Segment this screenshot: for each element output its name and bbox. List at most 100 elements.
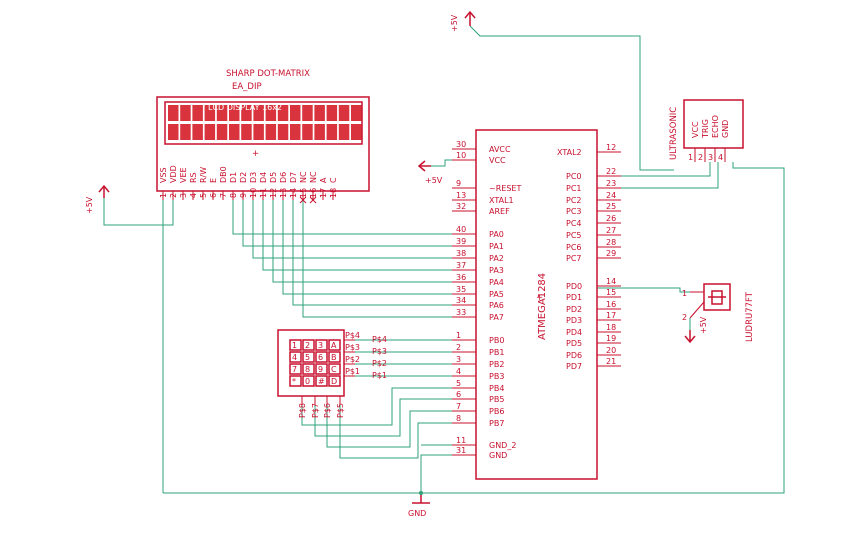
mcu-pin-number: 26 [606, 214, 616, 223]
keypad-key [328, 351, 341, 363]
lcd-pin-number: 1 [159, 193, 168, 198]
keypad-pin-label: P$8 [298, 403, 307, 418]
mcu-left-pins: 30AVCC10VCC9~RESET13XTAL132AREF40PA039PA… [452, 140, 521, 460]
keypad-key [289, 339, 302, 351]
keypad-key-label: A [331, 341, 337, 350]
ultrasonic-pin-number: 2 [698, 153, 703, 162]
mcu-pin-number: 11 [456, 436, 466, 445]
mcu-pin-number: 37 [456, 261, 466, 270]
mcu-pin-label: PA3 [489, 266, 504, 275]
keypad-pin-label: P$2 [345, 355, 360, 364]
mcu-pin-label: PC2 [566, 196, 582, 205]
mcu-pin-label: ~RESET [489, 184, 521, 193]
keypad-key-label: 2 [305, 341, 310, 350]
keypad-key [315, 363, 328, 375]
mcu-pin-label: PD3 [566, 316, 582, 325]
nc-cross [309, 196, 317, 204]
lcd-char-cell [241, 124, 252, 140]
mcu-pin-number: 32 [456, 202, 466, 211]
keypad-wire-label: P$4 [372, 335, 387, 344]
lcd-pin-number: 15 [299, 188, 308, 198]
ultrasonic-pin-number: 4 [718, 153, 723, 162]
mcu-pin-label: PB1 [489, 348, 504, 357]
lcd-pin-number: 6 [209, 193, 218, 198]
keypad-key-label: 1 [292, 341, 297, 350]
lcd-char-cell [277, 124, 289, 140]
mcu-pin-number: 15 [606, 288, 616, 297]
lcd-package: EA_DIP [232, 82, 262, 92]
mcu-pin-number: 9 [456, 179, 461, 188]
lcd-char-cell [241, 105, 252, 121]
mcu-pin-number: 30 [456, 140, 466, 149]
mcu-pin-label: PC3 [566, 207, 582, 216]
mcu-pin-label: XTAL2 [557, 148, 582, 157]
keypad-key [315, 339, 328, 351]
lcd-pin-number: 5 [199, 193, 208, 198]
mcu-pin-label: PC6 [566, 243, 582, 252]
keypad-key [289, 351, 302, 363]
keypad-pin-label: P$4 [345, 331, 360, 340]
mcu-pin-number: 40 [456, 225, 466, 234]
keypad-key-label: 3 [318, 341, 323, 350]
lcd-char-cell [265, 105, 277, 121]
plus5v-label-mcu: +5V [425, 176, 443, 185]
lcd-char-cell [253, 124, 264, 140]
mcu-pin-label: PB4 [489, 384, 504, 393]
gnd-label: GND [408, 509, 426, 518]
mcu-pin-number: 22 [606, 167, 616, 176]
lcd-char-cell [302, 124, 313, 140]
junction-dot [419, 491, 423, 495]
keypad-key [328, 339, 341, 351]
lcd-char-cell [204, 124, 216, 140]
mcu-pin-number: 4 [456, 367, 461, 376]
lcd-char-cell [338, 105, 350, 121]
keypad-key-label: D [331, 377, 337, 386]
mcu-pin-number: 34 [456, 296, 466, 305]
keypad-pin-label: P$3 [345, 343, 360, 352]
keypad-key-label: 8 [305, 365, 310, 374]
mcu-pin-number: 33 [456, 308, 466, 317]
buzzer-name: LUDRU77FT [745, 291, 755, 342]
lcd-name: SHARP DOT-MATRIX [226, 69, 310, 79]
keypad-key-label: 9 [318, 365, 323, 374]
mcu-pin-label: PD7 [566, 362, 582, 371]
lcd-char-cell [326, 105, 338, 121]
mcu-pin-number: 13 [456, 191, 466, 200]
lcd-pin-number: 17 [319, 188, 328, 198]
lcd-char-cell [253, 105, 264, 121]
mcu-pin-label: GND [489, 451, 507, 460]
lcd-pin-number: 9 [239, 193, 248, 198]
power-plus5v-top: +5V [450, 10, 476, 32]
lcd-pin-label: D4 [259, 172, 268, 183]
mcu-pin-label: VCC [489, 156, 506, 165]
lcd-pin-label: DB0 [219, 166, 228, 183]
mcu-pin-number: 36 [456, 273, 466, 282]
lcd-pin-label: D6 [279, 172, 288, 183]
mcu-pin-number: 20 [606, 346, 616, 355]
nc-cross [299, 196, 307, 204]
mcu-pin-number: 12 [606, 143, 616, 152]
lcd-pin-label: D7 [289, 172, 298, 183]
keypad-key [302, 351, 315, 363]
keypad-key [302, 363, 315, 375]
keypad-key-label: B [331, 353, 337, 362]
lcd-pin-label: R/W [199, 167, 208, 183]
mcu-pin-number: 28 [606, 238, 616, 247]
keypad-key [315, 375, 328, 387]
keypad-key-label: C [331, 365, 337, 374]
keypad-wire-label: P$1 [372, 371, 387, 380]
mcu-pin-label: GND_2 [489, 441, 516, 450]
mcu-pin-number: 27 [606, 226, 616, 235]
wires [103, 25, 785, 494]
lcd-char-cell [314, 124, 325, 140]
mcu-pin-number: 14 [606, 277, 616, 286]
mcu-pin-number: 18 [606, 323, 616, 332]
lcd-pin-label: VEE [179, 167, 188, 183]
ultrasonic-pin-label: VCC [691, 121, 700, 138]
mcu-pin-number: 25 [606, 202, 616, 211]
lcd-char-cell [290, 124, 301, 140]
lcd-pin-label: NC [309, 171, 318, 183]
mcu-pin-label: PB0 [489, 336, 504, 345]
